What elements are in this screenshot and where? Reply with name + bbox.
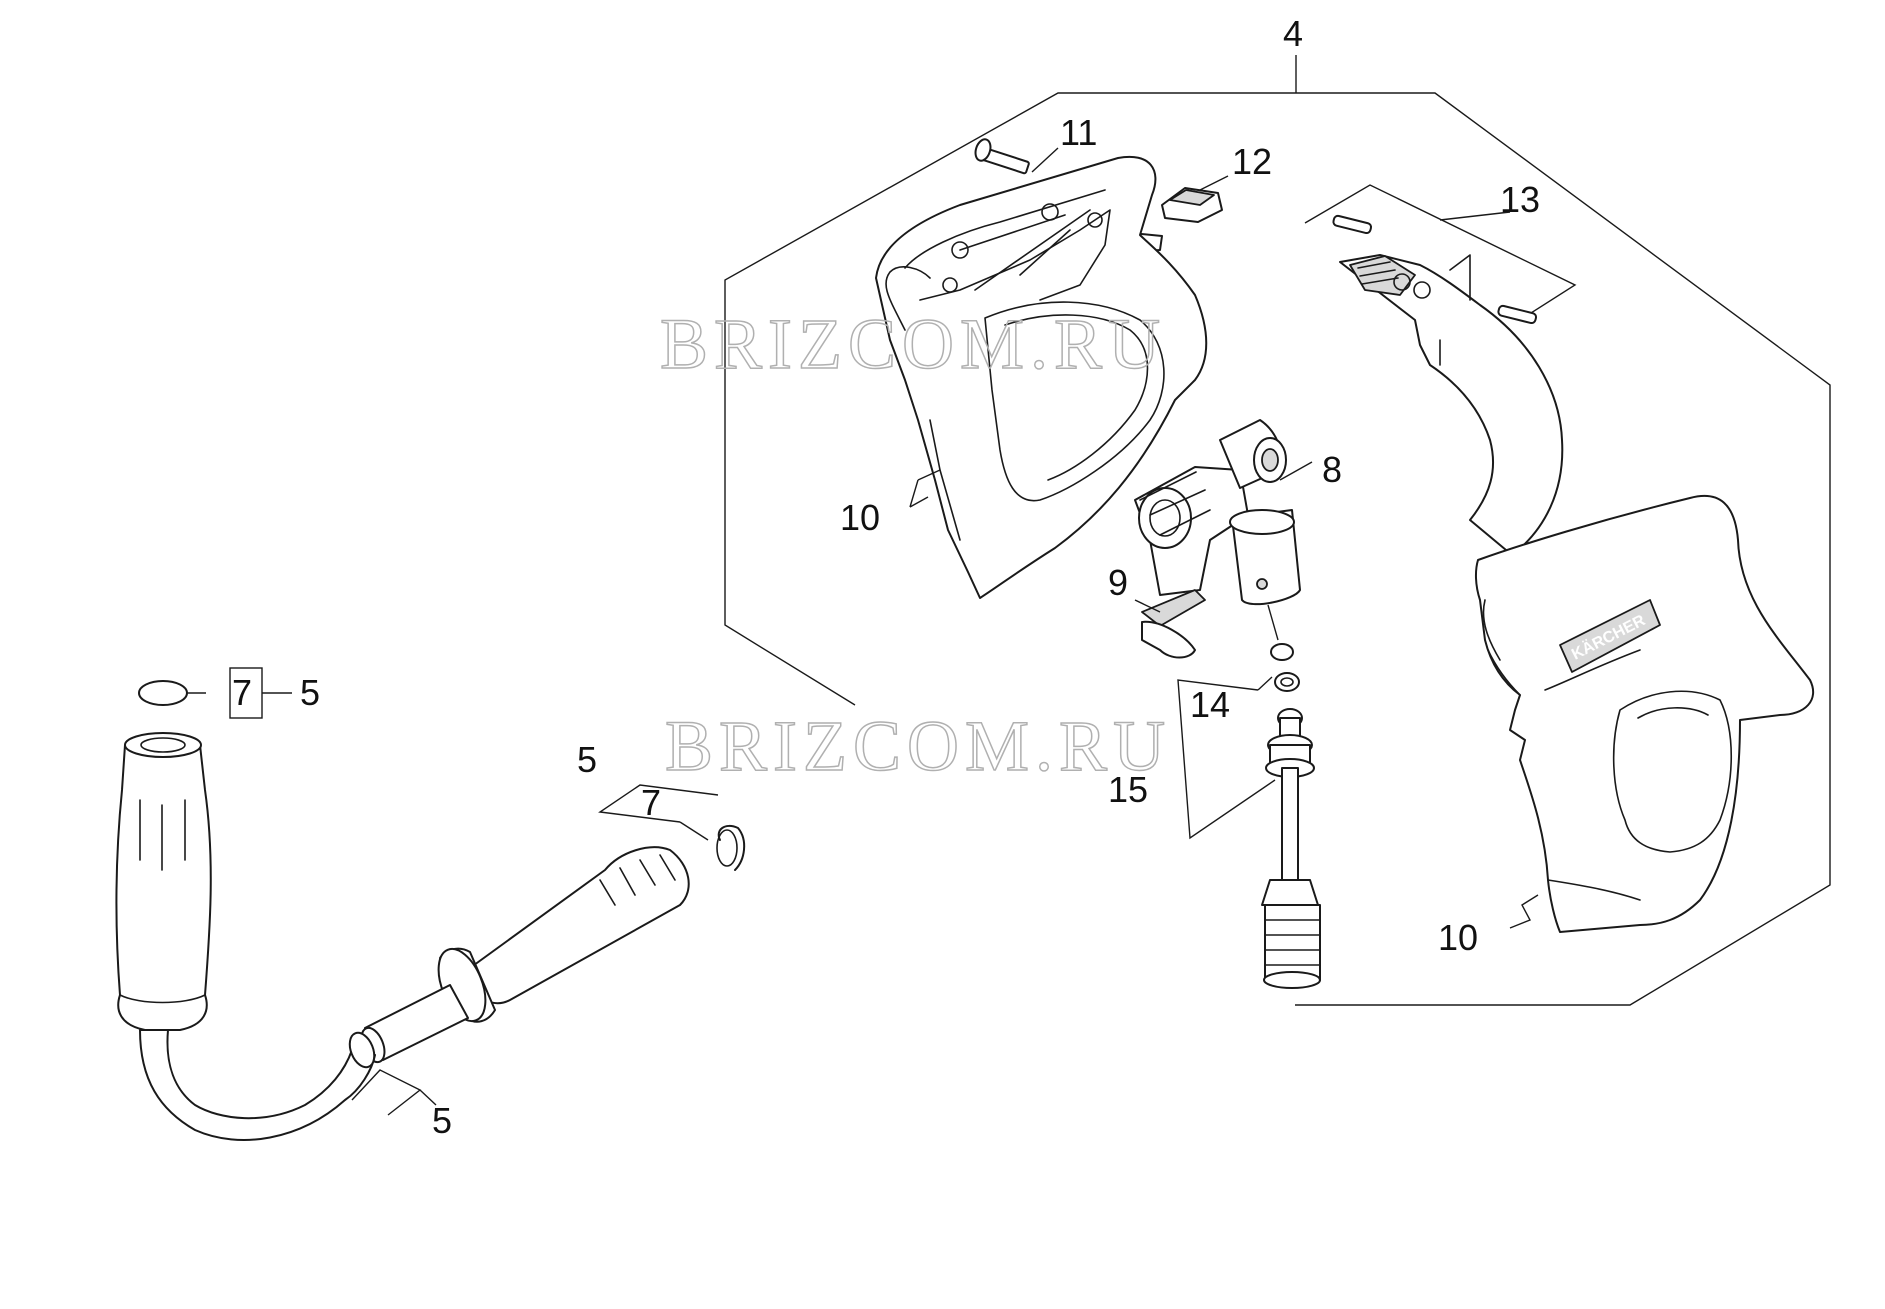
watermark-middle: BRIZCOM.RU	[665, 706, 1171, 786]
callout-5-lance: 5	[577, 739, 597, 780]
part-5-spray-lance	[360, 784, 746, 1064]
callout-14: 14	[1190, 684, 1230, 725]
callout-4: 4	[1283, 13, 1303, 54]
part-14-15-valve-assembly	[1177, 672, 1321, 989]
part-8-elbow-fitting	[1134, 419, 1313, 661]
callout-13: 13	[1500, 179, 1540, 220]
watermark-top: BRIZCOM.RU	[660, 304, 1166, 384]
part-11-screw	[974, 138, 1059, 175]
callout-8: 8	[1322, 449, 1342, 490]
callout-5-joint: 5	[432, 1100, 452, 1141]
callout-7-hose: 7	[232, 672, 252, 713]
part-13-trigger	[1304, 184, 1577, 556]
callout-10-left: 10	[840, 497, 880, 538]
callout-15: 15	[1108, 769, 1148, 810]
part-10-right-housing-half: KÄRCHER	[1474, 494, 1815, 933]
callout-9: 9	[1108, 562, 1128, 603]
callout-10-right: 10	[1438, 917, 1478, 958]
part-5-hose-connection	[115, 667, 437, 1141]
part-10-left-housing-half	[875, 155, 1208, 599]
callout-12: 12	[1232, 141, 1272, 182]
callout-5-hose: 5	[300, 672, 320, 713]
part-9-retaining-clip	[1134, 589, 1206, 659]
callout-11: 11	[1060, 112, 1097, 153]
group-4-enclosure	[724, 55, 1831, 1006]
callout-7-lance: 7	[641, 782, 661, 823]
